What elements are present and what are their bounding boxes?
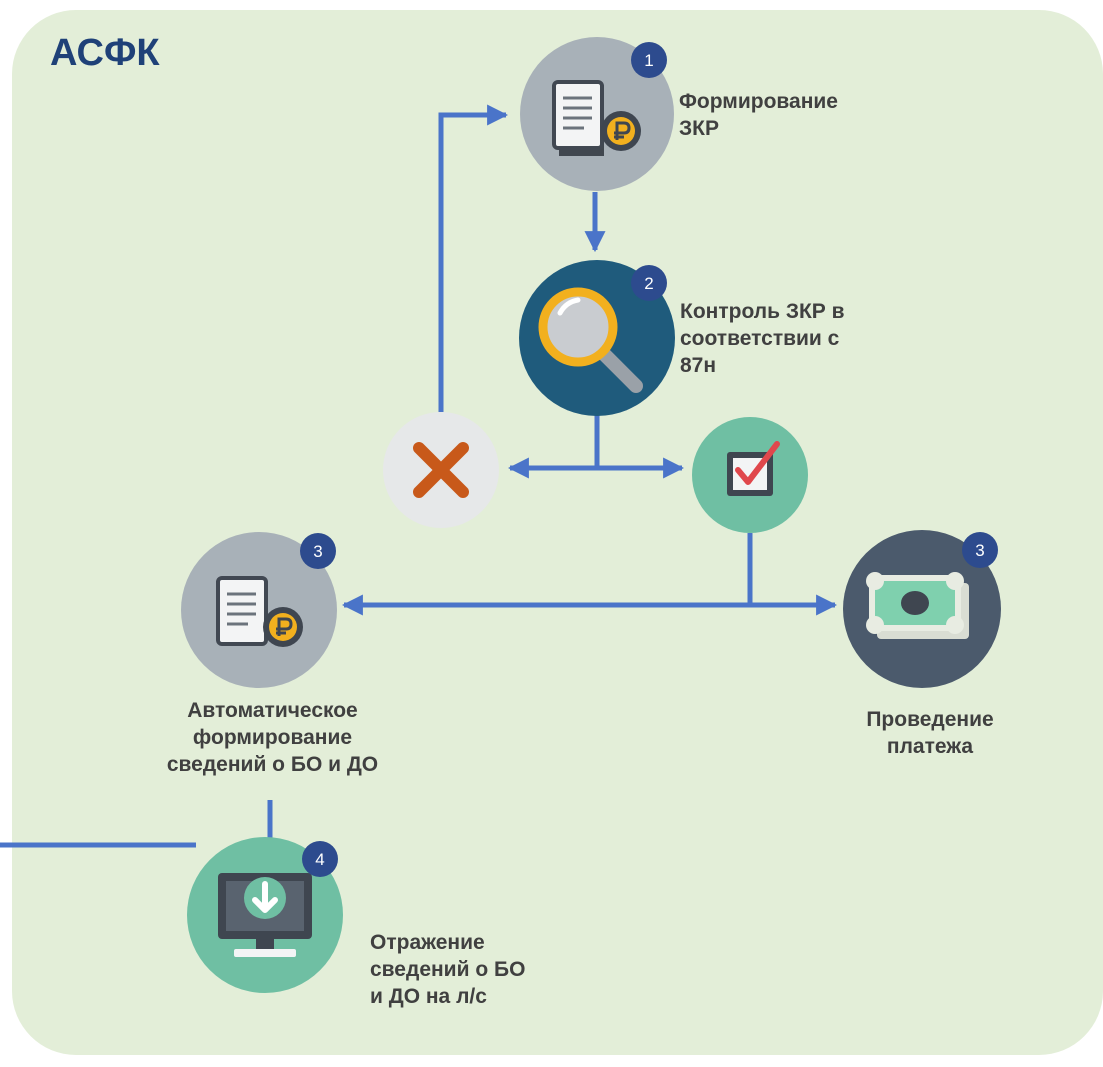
- step4-label-line: и ДО на л/с: [370, 985, 487, 1008]
- step1-badge: [631, 42, 667, 78]
- banknotes-icon: [866, 572, 969, 639]
- step3b-badge: [962, 532, 998, 568]
- step4-badge: [302, 841, 338, 877]
- step3a-label-line: формирование: [192, 726, 353, 749]
- step1-label-line: ЗКР: [679, 117, 719, 140]
- document-ruble-icon: [216, 576, 303, 647]
- reject-node: [383, 412, 499, 528]
- step4-label: Отражение сведений о БО и ДО на л/с: [370, 929, 525, 1010]
- system-title: АСФК: [50, 32, 160, 74]
- step3a-label-line: сведений о БО и ДО: [166, 753, 379, 776]
- monitor-download-icon: [218, 873, 312, 957]
- step1-label: Формирование ЗКР: [679, 88, 838, 142]
- step1-node: 1: [520, 37, 674, 191]
- step3b-label: Проведение платежа: [830, 706, 1030, 760]
- step4-badge-number: 4: [315, 850, 324, 869]
- cross-icon: [413, 442, 469, 498]
- document-ruble-icon: [552, 80, 641, 156]
- step2-label-line: соответствии с: [680, 327, 840, 350]
- approve-node: [692, 417, 808, 533]
- step2-badge: [631, 265, 667, 301]
- step3a-label-line: Автоматическое: [187, 699, 358, 722]
- step4-label-line: сведений о БО: [370, 958, 526, 981]
- checkbox-check-icon: [727, 441, 780, 496]
- step3b-badge-number: 3: [975, 541, 984, 560]
- step2-badge-number: 2: [644, 274, 653, 293]
- step2-label-line: 87н: [680, 354, 717, 377]
- step4-node: 4: [187, 837, 343, 993]
- step3b-node: 3: [843, 530, 1001, 688]
- step1-label-line: Формирование: [679, 90, 838, 113]
- arrow-reject-to-step1: [438, 104, 509, 412]
- step4-label-line: Отражение: [370, 931, 485, 954]
- magnifier-icon: [538, 287, 643, 393]
- step3b-label-line: платежа: [886, 735, 974, 758]
- step1-badge-number: 1: [644, 51, 653, 70]
- step3b-label-line: Проведение: [866, 708, 994, 731]
- step2-label: Контроль ЗКР в соответствии с 87н: [680, 298, 845, 379]
- step3a-label: Автоматическое формирование сведений о Б…: [150, 697, 395, 778]
- step3a-badge: [300, 533, 336, 569]
- step2-label-line: Контроль ЗКР в: [680, 300, 845, 323]
- step3a-node: 3: [181, 532, 337, 688]
- step3a-badge-number: 3: [313, 542, 322, 561]
- step2-node: 2: [519, 260, 675, 416]
